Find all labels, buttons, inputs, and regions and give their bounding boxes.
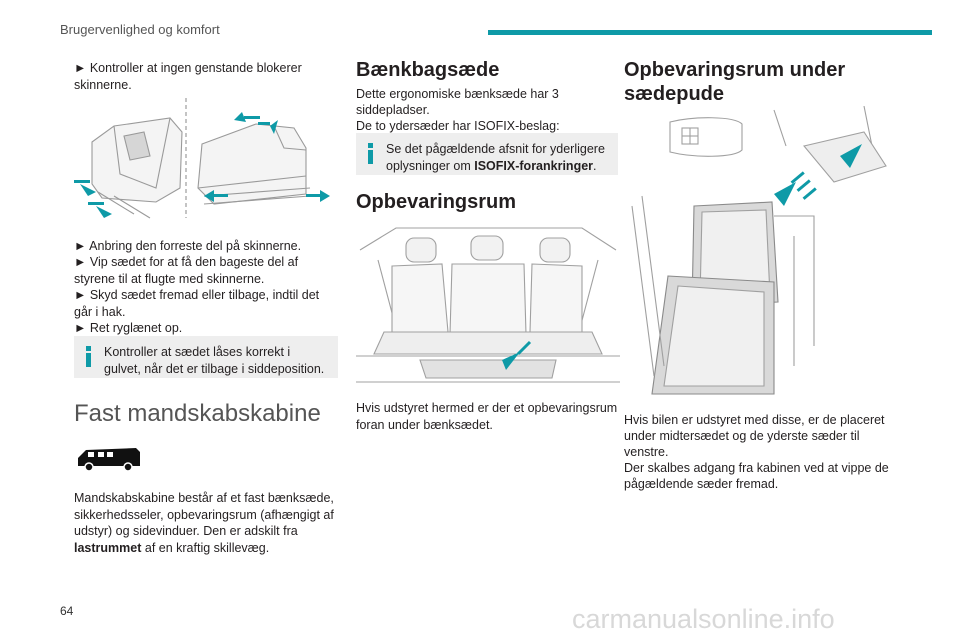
cabin-paragraph-bold: lastrummet <box>74 540 142 555</box>
bench-storage-illustration <box>356 227 620 383</box>
heading-opbevaringsrum-under-line2: sædepude <box>624 83 725 105</box>
page-number: 64 <box>60 604 74 618</box>
under-seat-line-5: pågældende sæder fremad. <box>624 477 779 491</box>
info-note-seat-lock: Kontroller at sædet låses korrekt i gulv… <box>74 336 338 378</box>
cabin-paragraph-text-a: Mandskabskabine består af et fast bænksæ… <box>74 491 334 538</box>
step-4: ► Ret ryglænet op. <box>74 321 183 335</box>
bench-line-2: siddepladser. <box>356 103 430 117</box>
info-icon <box>83 346 93 367</box>
under-seat-line-3: venstre. <box>624 445 669 459</box>
seat-rail-illustration <box>74 98 330 219</box>
isofix-note-text-b: . <box>593 158 597 173</box>
header-section-title: Brugervenlighed og komfort <box>60 22 220 37</box>
intro-text: ► Kontroller at ingen genstande blokerer… <box>74 61 302 92</box>
heading-opbevaringsrum-under-line1: Opbevaringsrum under <box>624 59 846 81</box>
heading-baenkbagsaede: Bænkbagsæde <box>356 59 500 81</box>
van-icon <box>78 448 140 472</box>
watermark: carmanualsonline.info <box>572 604 835 634</box>
bench-line-1: Dette ergonomiske bænksæde har 3 <box>356 87 559 101</box>
isofix-note-text-a: Se det pågældende afsnit for yderligere … <box>386 142 605 173</box>
info-note-isofix: Se det pågældende afsnit for yderligere … <box>356 133 618 175</box>
storage-paragraph: Hvis udstyret hermed er der et opbevarin… <box>356 401 618 432</box>
isofix-note-bold: ISOFIX-forankringer <box>474 158 594 173</box>
step-2: ► Vip sædet for at få den bageste del af… <box>74 255 299 286</box>
under-seat-line-4: Der skalbes adgang fra kabinen ved at vi… <box>624 461 889 475</box>
under-seat-line-1: Hvis bilen er udstyret med disse, er de … <box>624 413 885 427</box>
cabin-paragraph: Mandskabskabine består af et fast bænksæ… <box>74 490 336 556</box>
section-heading-fast-mandskabskabine: Fast mandskabskabine <box>74 400 321 427</box>
cabin-paragraph-text-b: af en kraftig skillevæg. <box>141 540 270 555</box>
info-note-text: Kontroller at sædet låses korrekt i gulv… <box>104 345 325 376</box>
step-3: ► Skyd sædet fremad eller tilbage, indti… <box>74 288 320 319</box>
info-icon <box>365 143 375 164</box>
header-accent-bar <box>488 30 932 35</box>
under-seat-storage-illustration <box>631 106 887 395</box>
bench-line-3: De to ydersæder har ISOFIX-beslag: <box>356 119 560 133</box>
under-seat-line-2: under midtersædet og de yderste sæder ti… <box>624 429 860 443</box>
heading-opbevaringsrum: Opbevaringsrum <box>356 191 517 213</box>
step-1: ► Anbring den forreste del på skinnerne. <box>74 239 302 253</box>
